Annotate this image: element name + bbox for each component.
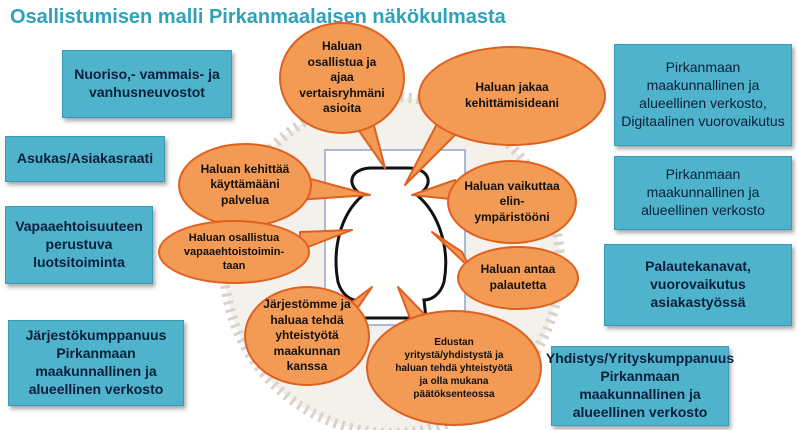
box-vapaaehtoisuuteen-luotsitoiminta: Vapaaehtoisuuteen perustuva luotsitoimin… <box>5 206 153 284</box>
bubble-antaa-palautetta: Haluan antaa palautetta <box>457 246 579 310</box>
box-jarjestokumppanuus: Järjestökumppanuus Pirkanmaan maakunnall… <box>8 320 184 406</box>
bubble-osallistua-ajaa: Haluan osallistua ja ajaa vertaisryhmäni… <box>279 22 405 134</box>
box-yhdistys-yrityskumppanuus: Yhdistys/Yrityskumppanuus Pirkanmaan maa… <box>546 346 734 426</box>
box-palautekanavat: Palautekanavat, vuorovaikutus asiakastyö… <box>604 244 792 326</box>
bubble-kehittaa-palvelua: Haluan kehittää käyttämääni palvelua <box>178 143 312 227</box>
box-nuoriso-vammais-vanhusneuvostot: Nuoriso,- vammais- ja vanhusneuvostot <box>62 50 232 118</box>
diagram-title: Osallistumisen malli Pirkanmaalaisen näk… <box>10 6 506 28</box>
box-verkosto-digitaalinen: Pirkanmaan maakunnallinen ja alueellinen… <box>614 44 792 146</box>
bubble-jarjestomme: Järjestömme ja haluaa tehdä yhteistyötä … <box>244 286 370 386</box>
box-asukas-asiakasraati: Asukas/Asiakasraati <box>5 136 165 182</box>
box-verkosto: Pirkanmaan maakunnallinen ja alueellinen… <box>614 156 792 230</box>
bubble-edustan: Edustan yritystä/yhdistystä ja haluan te… <box>366 310 542 426</box>
bubble-vaikuttaa-elinymparistooni: Haluan vaikuttaa elin-ympäristööni <box>447 160 577 244</box>
bubble-vapaaehtoistoiminta: Haluan osallistua vapaaehtoistoimin-taan <box>158 220 310 284</box>
bubble-jakaa-kehittamisideani: Haluan jakaa kehittämisideani <box>418 46 606 146</box>
